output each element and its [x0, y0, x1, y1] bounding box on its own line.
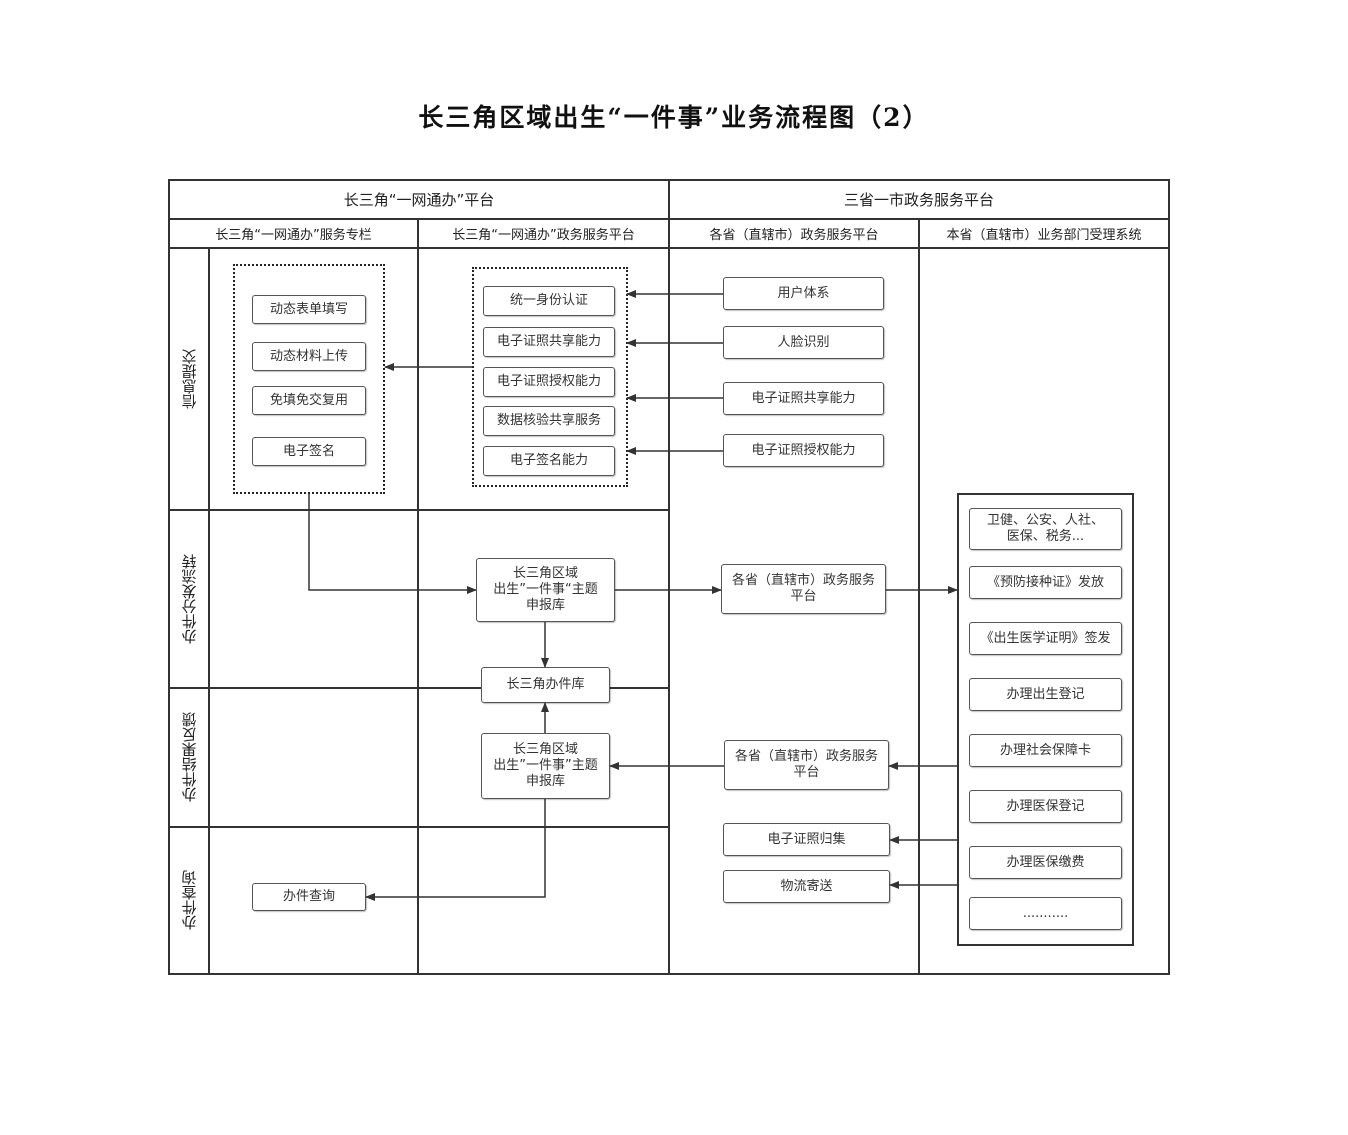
user-system-box: 用户体系: [723, 277, 884, 310]
provincial-platform-box-2: 各省（直辖市）政务服务 平台: [724, 740, 889, 790]
medical-insurance-reg-box: 办理医保登记: [969, 790, 1122, 823]
lane-result-feedback: 办件结果反馈: [180, 712, 199, 803]
lane-divider-3: [168, 826, 669, 828]
header-col1: 长三角“一网通办”服务专栏: [215, 228, 372, 243]
lane-distribution: 办件分发流转: [180, 554, 199, 644]
theme-result-db-box: 长三角区域 出生”一件事”主题 申报库: [481, 733, 610, 799]
header-col2: 长三角“一网通办”政务服务平台: [452, 228, 635, 243]
lane-divider-2: [168, 687, 669, 689]
provincial-license-authorize-box: 电子证照授权能力: [723, 434, 884, 467]
birth-medical-cert-box: 《出生医学证明》签发: [969, 622, 1122, 655]
service-column-group: [233, 264, 385, 494]
birth-registration-box: 办理出生登记: [969, 678, 1122, 711]
fill-free-reuse-box: 免填免交复用: [252, 386, 366, 415]
face-recognition-box: 人脸识别: [723, 326, 884, 359]
e-license-collect-box: 电子证照归集: [723, 823, 890, 856]
platform-capability-group: [472, 267, 628, 487]
medical-insurance-pay-box: 办理医保缴费: [969, 846, 1122, 879]
logistics-box: 物流寄送: [723, 870, 890, 903]
dynamic-material-upload-box: 动态材料上传: [252, 342, 366, 371]
table-border-right: [1168, 179, 1170, 975]
provincial-license-share-box: 电子证照共享能力: [723, 382, 884, 415]
dept-health-police-box: 卫健、公安、人社、 医保、税务...: [969, 508, 1122, 550]
e-signature-capability-box: 电子签名能力: [483, 446, 615, 476]
e-signature-box: 电子签名: [252, 437, 366, 466]
department-system-group: [957, 493, 1134, 946]
header-col4: 本省（直辖市）业务部门受理系统: [946, 228, 1142, 243]
table-border-left: [168, 179, 170, 975]
col-divider-3: [918, 218, 920, 975]
office-db-box: 长三角办件库: [481, 667, 610, 703]
arrow-resultdb-to-query: [365, 799, 546, 901]
unified-auth-box: 统一身份认证: [483, 286, 615, 316]
header-platform-left: 长三角“一网通办”平台: [343, 191, 495, 209]
dynamic-form-fill-box: 动态表单填写: [252, 295, 366, 324]
provincial-platform-box-1: 各省（直辖市）政务服务 平台: [721, 564, 886, 614]
lane-label-divider: [208, 247, 210, 975]
office-query-box: 办件查询: [252, 883, 366, 911]
data-verify-share-box: 数据核验共享服务: [483, 406, 615, 436]
e-license-authorize-box: 电子证照授权能力: [483, 367, 615, 397]
header-col3: 各省（直辖市）政务服务平台: [709, 228, 879, 243]
vaccination-cert-box: 《预防接种证》发放: [969, 566, 1122, 599]
page-title: 长三角区域出生“一件事”业务流程图（2）: [418, 103, 930, 132]
lane-divider-1: [168, 509, 669, 511]
lane-info-submit: 信息提交: [180, 349, 199, 409]
social-security-card-box: 办理社会保障卡: [969, 734, 1122, 767]
theme-application-db-box: 长三角区域 出生”一件事“主题 申报库: [476, 558, 615, 622]
dept-more-box: ...........: [969, 897, 1122, 930]
platform-divider: [668, 179, 670, 975]
col-divider-1: [417, 218, 419, 975]
lane-query: 办件查询: [180, 870, 199, 931]
e-license-share-box: 电子证照共享能力: [483, 327, 615, 357]
header-platform-right: 三省一市政务服务平台: [843, 191, 994, 209]
